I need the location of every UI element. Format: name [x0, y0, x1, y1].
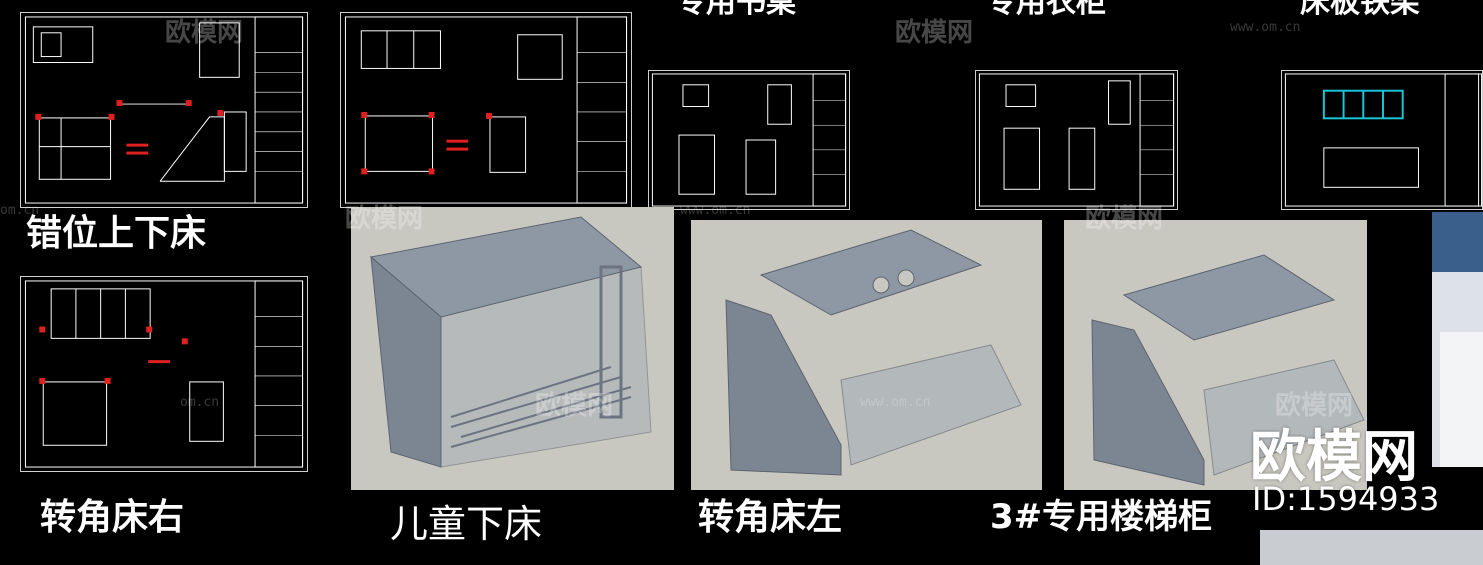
brand-id: ID:1594933: [1252, 480, 1440, 518]
watermark-url: om.cn: [180, 395, 220, 410]
cad-drawing: [344, 16, 628, 204]
brand-name: 欧模网: [1250, 425, 1418, 490]
cad-sheet-desk: [648, 70, 850, 210]
render-corner-bed-left: [691, 220, 1042, 490]
watermark: 欧模网: [535, 391, 614, 421]
watermark: 欧模网: [1275, 391, 1354, 421]
cad-sheet-corner-bed-right: [20, 276, 308, 472]
watermark-url: www.om.cn: [860, 395, 931, 410]
bunk-bed-model: [1091, 254, 1365, 486]
label-kids-lower-bed: 儿童下床: [390, 502, 543, 546]
cad-drawing: [978, 73, 1175, 207]
watermark: 欧模网: [165, 18, 244, 48]
cad-sheet-lower-bed: [340, 12, 632, 208]
label-stair-cabinet: 3#专用楼梯柜: [990, 497, 1213, 537]
label-top-wardrobe: 专用衣柜: [986, 0, 1106, 20]
label-top-bedboard: 床板铁架: [1300, 0, 1420, 20]
render-kids-lower-bed: [351, 207, 674, 490]
render-stair-cabinet: [1064, 220, 1367, 490]
cad-drawing: [651, 73, 847, 207]
label-top-desk: 专用书桌: [676, 0, 796, 20]
cad-sheet-bedboard: [1281, 70, 1483, 210]
label-corner-bed-left: 转角床左: [698, 497, 843, 538]
watermark-url: www.om.cn: [680, 203, 751, 218]
label-corner-bed-right: 转角床右: [40, 497, 185, 538]
watermark: 欧模网: [1085, 204, 1164, 234]
label-staggered-bunk: 错位上下床: [26, 213, 207, 254]
cad-sheet-staggered-bunk: [20, 12, 308, 208]
render-partial-bottom-right: [1260, 530, 1483, 565]
bunk-bed-model: [369, 216, 652, 468]
cad-drawing: [24, 280, 304, 468]
render-partial-right: [1432, 212, 1483, 467]
bunk-bed-model: [725, 229, 1022, 476]
watermark-url: www.om.cn: [1230, 20, 1301, 35]
cad-sheet-wardrobe: [975, 70, 1178, 210]
watermark: 欧模网: [895, 18, 974, 48]
watermark-url: om.cn: [0, 203, 40, 218]
cad-drawing: [24, 16, 304, 204]
cad-drawing: [1284, 73, 1482, 207]
watermark: 欧模网: [345, 204, 424, 234]
